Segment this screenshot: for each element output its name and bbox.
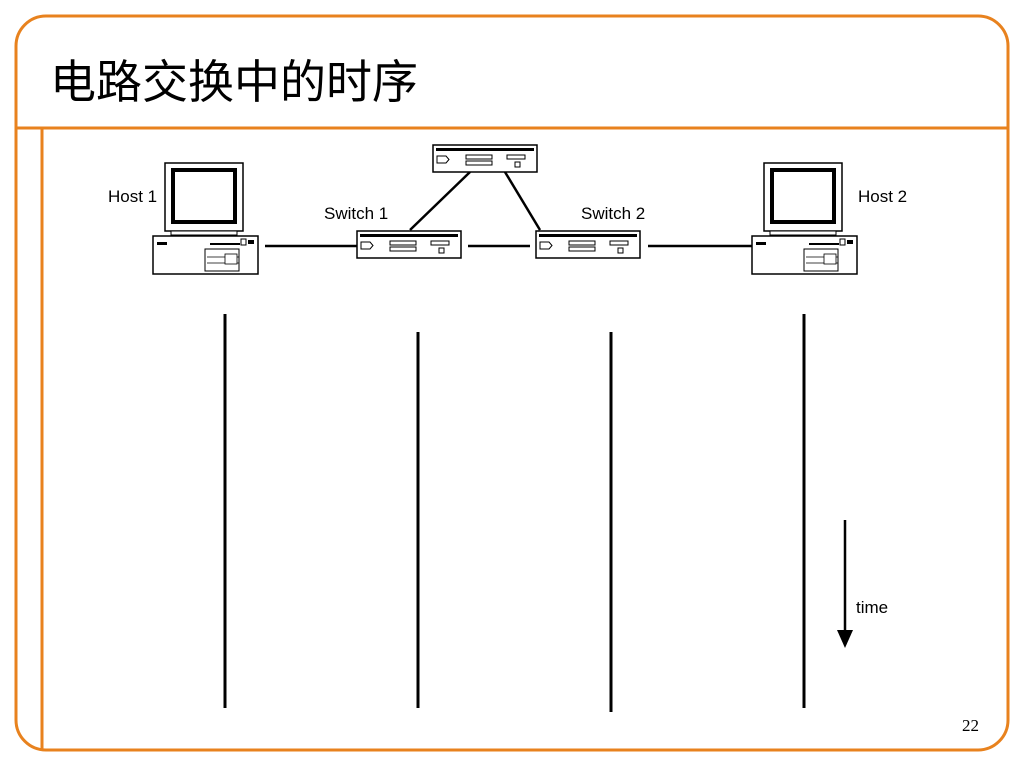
- host-1-label: Host 1: [108, 187, 158, 206]
- slide-title: 电路交换中的时序: [50, 55, 418, 109]
- network-switch-icon: [535, 230, 641, 259]
- computer-icon: [151, 161, 260, 276]
- link-switch1-top: [409, 171, 471, 231]
- slide-border: [14, 14, 1010, 752]
- page-number: 22: [962, 716, 979, 735]
- switch-1-label: Switch 1: [324, 204, 389, 223]
- computer-icon: [750, 161, 859, 276]
- link-top-switch2: [503, 171, 542, 231]
- network-switch-icon: [356, 230, 462, 259]
- time-arrow-head: [837, 630, 853, 648]
- network-switch-icon: [432, 144, 538, 173]
- switch-2-label: Switch 2: [581, 204, 646, 223]
- time-label: time: [856, 598, 889, 617]
- host-2-label: Host 2: [858, 187, 908, 206]
